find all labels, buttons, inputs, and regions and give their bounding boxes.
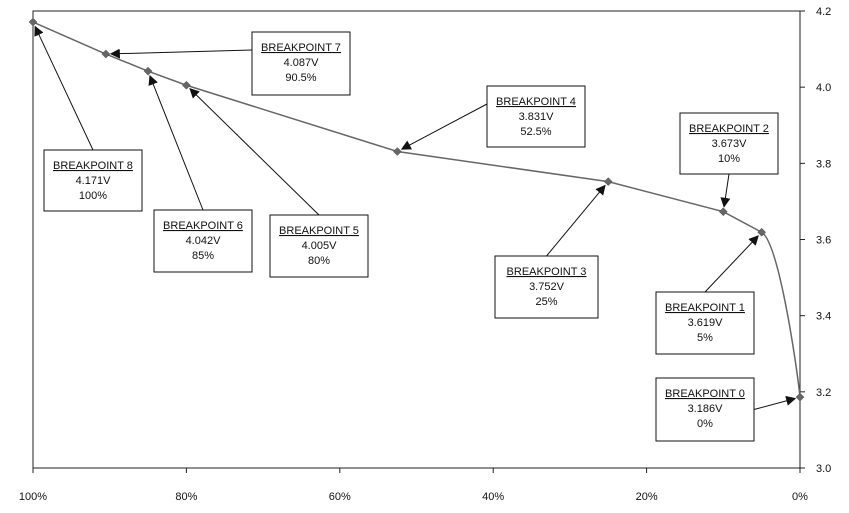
callout-arrow <box>400 103 488 150</box>
callout-arrow <box>546 184 606 257</box>
callout-box <box>43 149 143 212</box>
y-tick-label: 3.8 <box>816 158 831 170</box>
callout-name: BREAKPOINT 5 <box>279 225 359 237</box>
callout-arrow <box>753 395 797 410</box>
callout-percent: 10% <box>718 153 740 165</box>
callout-voltage: 3.752V <box>529 281 565 293</box>
callout-arrow <box>109 48 253 59</box>
callout-box <box>153 209 253 273</box>
callout-name: BREAKPOINT 6 <box>163 220 243 232</box>
x-tick-label: 40% <box>482 491 504 503</box>
callout-percent: 0% <box>697 418 713 430</box>
callout-percent: 25% <box>535 296 557 308</box>
y-tick-label: 3.0 <box>816 463 831 475</box>
callout-percent: 90.5% <box>285 72 316 84</box>
data-point-marker <box>718 207 728 217</box>
callout-name: BREAKPOINT 4 <box>496 96 576 108</box>
y-tick-label: 3.2 <box>816 387 831 399</box>
callout-percent: 80% <box>308 255 330 267</box>
data-point-marker <box>143 66 153 76</box>
callout-arrow <box>34 25 94 151</box>
data-point-marker <box>757 227 767 237</box>
data-point-marker <box>795 392 805 402</box>
y-tick-label: 3.4 <box>816 311 831 323</box>
callout-arrow <box>720 173 731 208</box>
y-tick-label: 3.6 <box>816 235 831 247</box>
x-tick-label: 80% <box>175 491 197 503</box>
x-tick-label: 0% <box>792 491 808 503</box>
x-tick-label: 60% <box>329 491 351 503</box>
callout-name: BREAKPOINT 7 <box>261 42 341 54</box>
callout-box <box>679 112 779 175</box>
callout-arrow <box>189 88 320 216</box>
callouts: BREAKPOINT 8 4.171V 100% BREAKPOINT 7 4.087V… <box>34 25 797 442</box>
data-point-marker <box>392 147 402 156</box>
callout-percent: 85% <box>192 250 214 262</box>
callout-voltage: 4.171V <box>76 175 112 187</box>
series-line <box>32 21 801 398</box>
callout-voltage: 4.042V <box>186 235 222 247</box>
callout-voltage: 3.186V <box>688 403 724 415</box>
callout-box <box>251 31 351 96</box>
callout-arrow <box>704 235 759 293</box>
callout-name: BREAKPOINT 1 <box>665 302 745 314</box>
callout-voltage: 3.831V <box>519 111 555 123</box>
callout-name: BREAKPOINT 0 <box>665 388 745 400</box>
callout-box <box>486 85 586 148</box>
callout-voltage: 3.673V <box>712 138 748 150</box>
y-tick-label: 4.0 <box>816 82 831 94</box>
callout-percent: 100% <box>79 190 107 202</box>
callout-box <box>655 377 755 442</box>
callout-box <box>269 214 369 278</box>
callout-box <box>655 291 755 355</box>
x-tick-label: 20% <box>636 491 658 503</box>
callout-percent: 52.5% <box>520 126 551 138</box>
callout-voltage: 4.005V <box>302 240 338 252</box>
data-point-marker <box>182 80 191 90</box>
data-point-marker <box>101 49 111 59</box>
callout-name: BREAKPOINT 3 <box>507 266 587 278</box>
callout-voltage: 3.619V <box>688 317 724 329</box>
callout-arrow <box>148 74 204 211</box>
x-tick-label: 100% <box>19 491 47 503</box>
callout-name: BREAKPOINT 8 <box>53 160 133 172</box>
data-point-marker <box>603 177 613 186</box>
callout-percent: 5% <box>697 332 713 344</box>
series-layer <box>28 17 805 402</box>
data-point-marker <box>28 17 38 27</box>
callout-name: BREAKPOINT 2 <box>689 123 769 135</box>
callout-voltage: 4.087V <box>284 57 320 69</box>
callout-box <box>494 255 599 319</box>
axis-ticks: 100% 80% 60% 40% 20% 0% 4.2 4.0 3.8 3.6 3.4 3.2 3.0 <box>19 6 831 503</box>
y-tick-label: 4.2 <box>816 6 831 18</box>
